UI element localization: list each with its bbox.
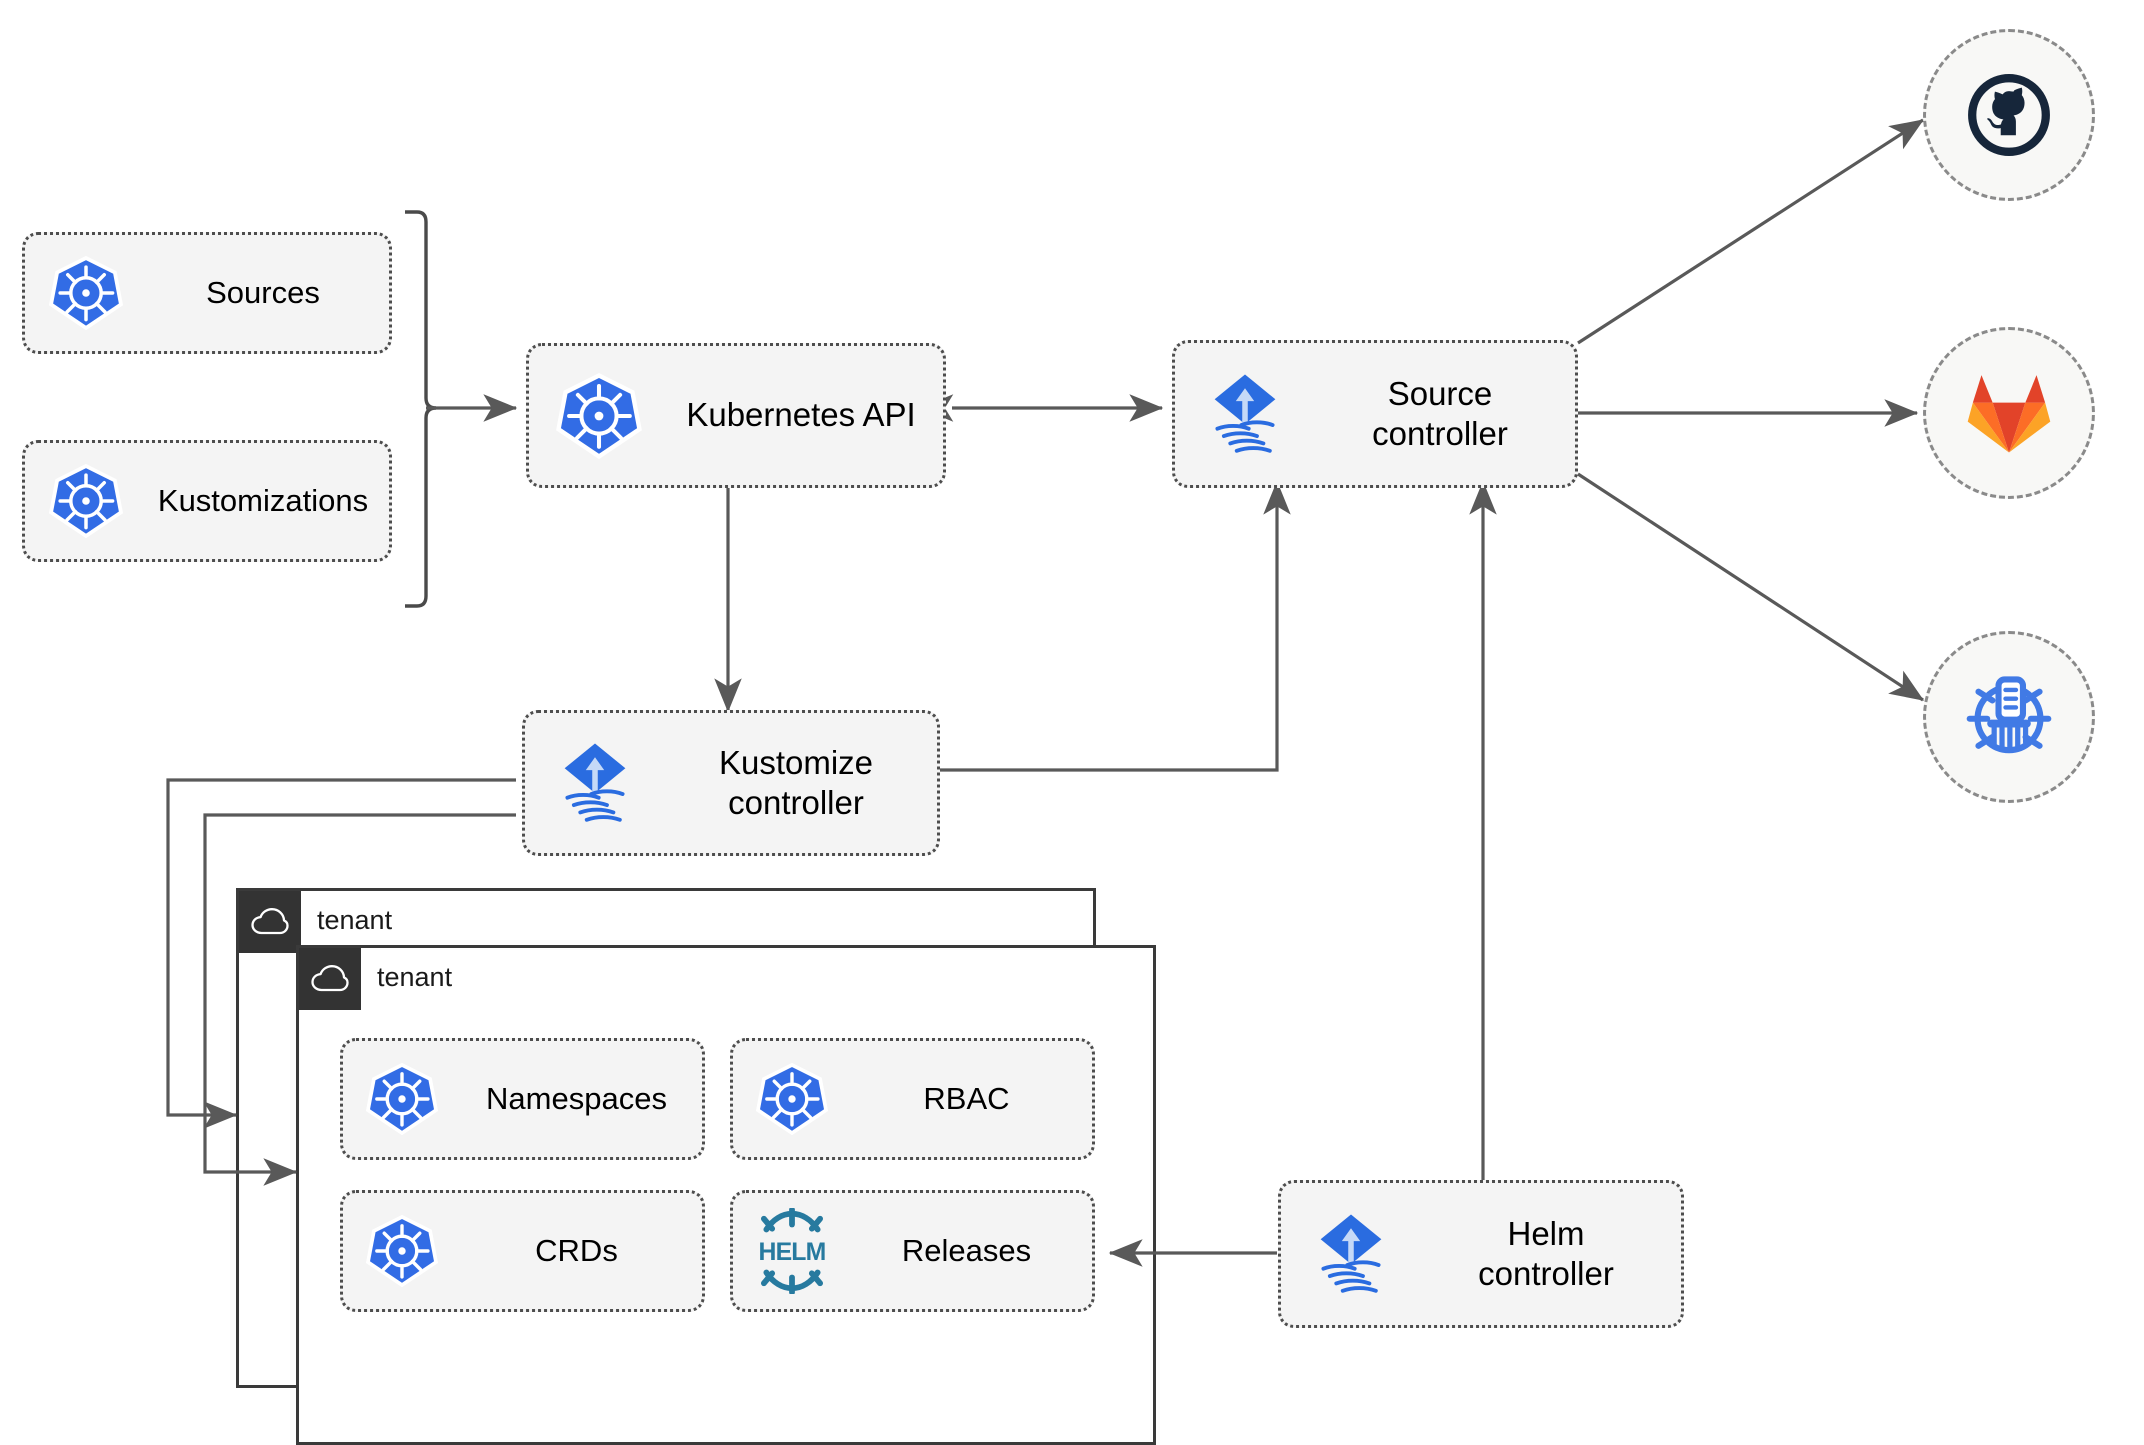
kubernetes-icon (343, 1062, 461, 1136)
node-helm-controller[interactable]: Helm controller (1278, 1180, 1684, 1328)
node-kubernetes-api[interactable]: Kubernetes API (526, 343, 946, 488)
flux-icon (1281, 1208, 1421, 1300)
node-label: Kubernetes API (686, 396, 916, 434)
node-label: Source controller (1372, 374, 1508, 452)
flux-icon (525, 737, 665, 829)
cloud-icon (299, 948, 361, 1010)
diagram-canvas: tenant tenant (22, 29, 2095, 1445)
node-label: Namespaces (486, 1081, 667, 1117)
node-label: Kustomize controller (718, 743, 874, 821)
node-label: RBAC (923, 1081, 1010, 1117)
helm-icon: HELM (733, 1208, 851, 1294)
provider-github[interactable] (1923, 29, 2095, 201)
flux-icon (1175, 368, 1315, 460)
cloud-icon (239, 891, 301, 953)
kubernetes-icon (529, 372, 669, 460)
provider-gitlab[interactable] (1923, 327, 2095, 499)
node-label: CRDs (535, 1233, 618, 1269)
edge-source-to-github (1577, 118, 1925, 345)
node-kustomize-controller[interactable]: Kustomize controller (522, 710, 940, 856)
node-releases[interactable]: HELM Releases (730, 1190, 1095, 1312)
tenant-label: tenant (377, 962, 453, 992)
node-sources[interactable]: Sources (22, 232, 392, 354)
node-label: Releases (901, 1233, 1032, 1269)
kubernetes-icon (25, 255, 147, 331)
artifacthub-icon (1966, 676, 2052, 754)
edge-kustomize-to-source-controller (940, 480, 1291, 772)
kubernetes-icon (343, 1214, 461, 1288)
edge-sources-to-k8s-api (405, 210, 518, 608)
node-rbac[interactable]: RBAC (730, 1038, 1095, 1160)
node-crds[interactable]: CRDs (340, 1190, 705, 1312)
kubernetes-icon (733, 1062, 851, 1136)
github-icon (1968, 74, 2050, 156)
svg-text:HELM: HELM (759, 1239, 826, 1266)
gitlab-icon (1967, 375, 2051, 453)
kubernetes-icon (25, 463, 147, 539)
provider-artifacthub[interactable] (1923, 631, 2095, 803)
tenant-label: tenant (317, 905, 393, 935)
node-label: Kustomizations (157, 483, 369, 519)
node-source-controller[interactable]: Source controller (1172, 340, 1578, 488)
edge-source-to-artifacthub (1577, 472, 1925, 702)
node-label: Sources (206, 275, 320, 311)
node-namespaces[interactable]: Namespaces (340, 1038, 705, 1160)
node-label: Helm controller (1478, 1214, 1614, 1292)
node-kustomizations[interactable]: Kustomizations (22, 440, 392, 562)
